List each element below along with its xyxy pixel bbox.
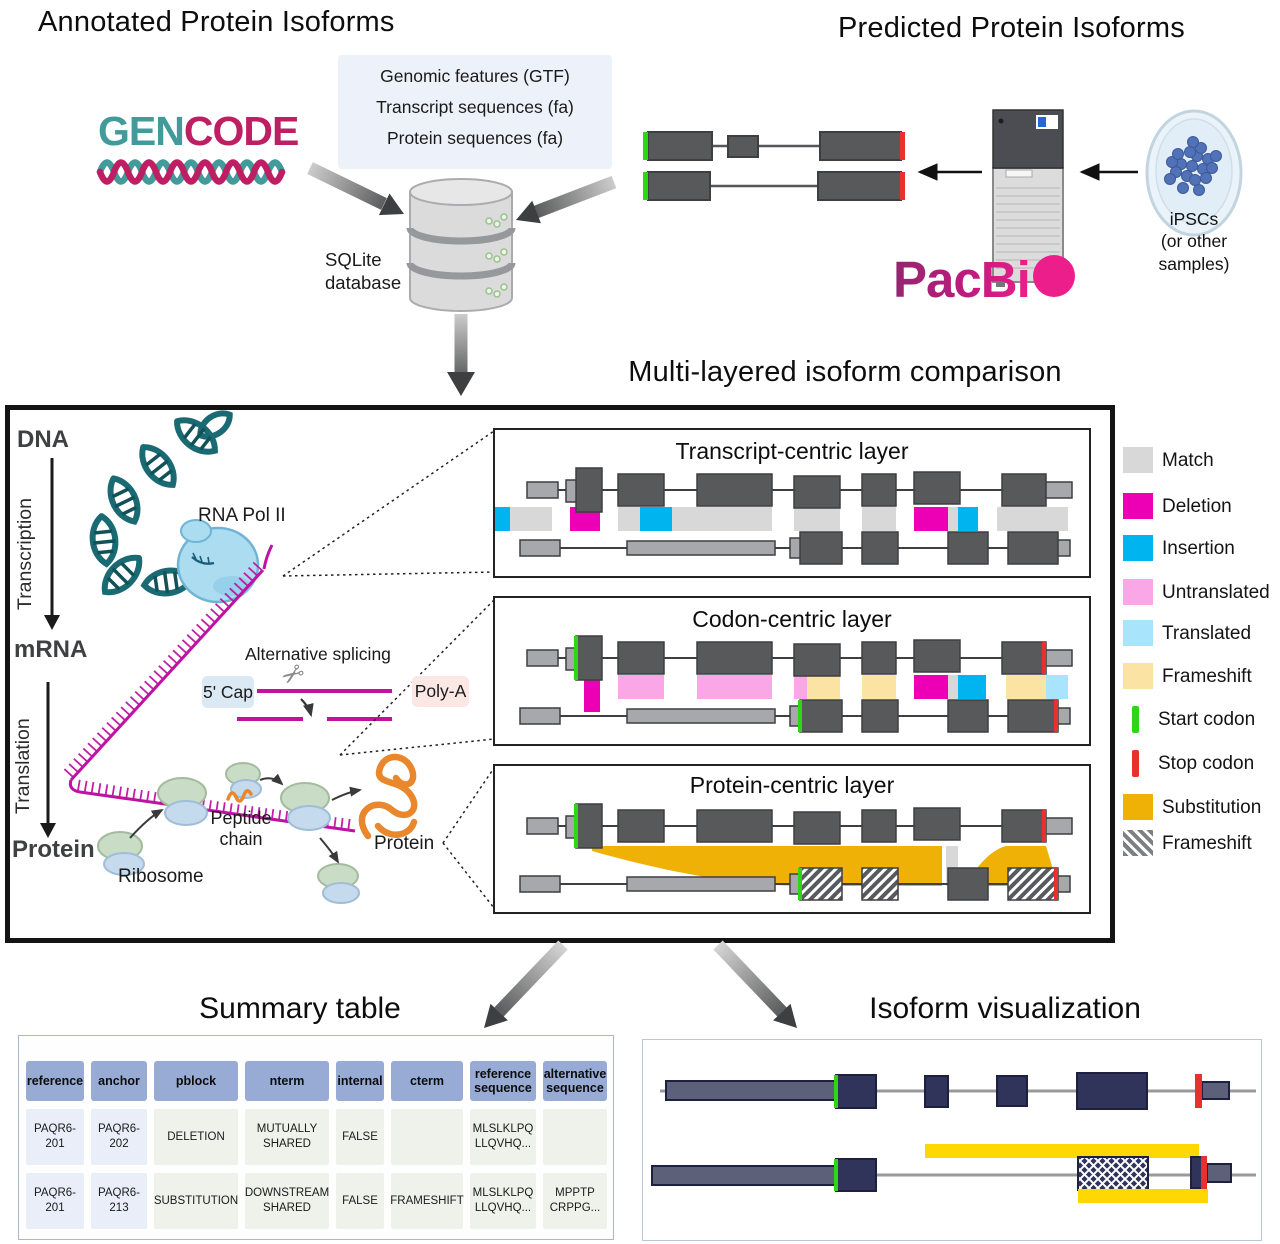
arrow-panel-to-table [484, 940, 568, 1028]
mrna-label: mRNA [14, 636, 88, 663]
legend-swatch-translated [1123, 620, 1153, 646]
col-header-reference-sequence: reference sequence [470, 1061, 536, 1101]
legend-swatch-start-codon [1132, 706, 1139, 733]
transcript-layer-title: Transcript-centric layer [675, 438, 909, 464]
col-header-internal: internal [336, 1061, 384, 1101]
table-cell: PAQR6-202 [91, 1109, 147, 1165]
table-cell: SUBSTITUTION [154, 1173, 238, 1229]
gencode-logo: GENCODE [98, 108, 299, 155]
codon-layer-title: Codon-centric layer [692, 606, 892, 632]
transcription-label: Transcription [14, 498, 36, 610]
table-cell: FRAMESHIFT [390, 1173, 464, 1229]
arrow-database-to-panel [447, 314, 475, 396]
table-cell: FALSE [336, 1173, 384, 1229]
table-cell: FALSE [336, 1109, 384, 1165]
input-line-gtf: Genomic features (GTF) [380, 66, 570, 86]
legend-label-insertion: Insertion [1162, 538, 1235, 559]
legend-label-deletion: Deletion [1162, 496, 1232, 517]
col-header-reference: reference [26, 1061, 84, 1101]
ribosome-label: Ribosome [118, 866, 204, 887]
input-line-protein: Protein sequences (fa) [386, 128, 564, 148]
table-cell: DELETION [154, 1109, 238, 1165]
table-cell [391, 1109, 463, 1165]
pacbio-dot-icon [1032, 255, 1075, 297]
legend-swatch-deletion [1123, 493, 1153, 519]
arrow-predicted-to-database [516, 175, 617, 224]
table-cell: MPPTP CRPPG... [543, 1173, 607, 1229]
dna-label: DNA [17, 426, 69, 453]
legend-label-untranslated: Untranslated [1162, 582, 1270, 603]
legend-swatch-insertion [1123, 535, 1153, 561]
sqlite-label: SQLite database [325, 249, 402, 294]
alt-splicing-label: Alternative splicing [245, 644, 391, 664]
table-cell: PAQR6-201 [26, 1109, 84, 1165]
col-header-cterm: cterm [391, 1061, 463, 1101]
predicted-transcripts-icon [643, 131, 905, 201]
peptide-chain-label: Peptide chain [210, 808, 272, 849]
table-cell: MUTUALLY SHARED [245, 1109, 329, 1165]
table-cell [543, 1109, 607, 1165]
legend-label-match: Match [1162, 450, 1214, 471]
table-cell: PAQR6-213 [91, 1173, 147, 1229]
annotated-title: Annotated Protein Isoforms [38, 6, 395, 38]
legend-swatch-stop-codon [1132, 750, 1139, 777]
five-cap-chip: 5' Cap [202, 676, 254, 708]
summary-table: reference anchor pblock nterm internal c… [18, 1035, 612, 1244]
samples-label: iPSCs (or other samples) [1158, 209, 1230, 274]
col-header-anchor: anchor [91, 1061, 147, 1101]
legend-swatch-untranslated [1123, 579, 1153, 605]
legend-swatch-substitution [1123, 794, 1153, 820]
input-line-transcript: Transcript sequences (fa) [376, 97, 574, 117]
col-header-pblock: pblock [154, 1061, 238, 1101]
arrow-gencode-to-database [307, 162, 404, 216]
legend-label-frameshift-hatch: Frameshift [1162, 833, 1252, 854]
legend-swatch-match [1123, 447, 1153, 473]
predicted-title: Predicted Protein Isoforms [838, 12, 1185, 44]
isoform-viz-title: Isoform visualization [869, 992, 1141, 1025]
arrow-panel-to-viz [713, 940, 797, 1028]
protein-label: Protein [12, 836, 95, 863]
legend-label-frameshift-light: Frameshift [1162, 666, 1252, 687]
rna-pol-label: RNA Pol II [198, 505, 286, 526]
isoform-viz-box [642, 1039, 1262, 1241]
legend-swatch-frameshift-hatch [1123, 830, 1153, 856]
table-cell: DOWNSTREAM SHARED [245, 1173, 329, 1229]
translation-label: Translation [12, 718, 34, 814]
pacbio-logo: PacBi [893, 250, 1075, 309]
gencode-code: CODE [183, 108, 299, 154]
legend-label-start-codon: Start codon [1158, 709, 1256, 730]
table-cell: PAQR6-201 [26, 1173, 84, 1229]
summary-table-title: Summary table [199, 992, 401, 1025]
comparison-title: Multi-layered isoform comparison [628, 356, 1062, 388]
poly-a-chip: Poly-A [412, 676, 469, 707]
protein-layer-title: Protein-centric layer [689, 772, 895, 798]
col-header-nterm: nterm [245, 1061, 329, 1101]
legend-label-substitution: Substitution [1162, 797, 1262, 818]
input-files-box [338, 55, 612, 169]
legend-swatch-frameshift-light [1123, 663, 1153, 689]
table-cell: MLSLKLPQ LLQVHQ... [470, 1173, 536, 1229]
table-cell: MLSLKLPQ LLQVHQ... [470, 1109, 536, 1165]
pacbio-wordmark: PacBi [893, 251, 1031, 308]
sqlite-database-icon [406, 178, 516, 312]
gencode-wave-icon [96, 159, 286, 185]
gencode-gen: GEN [98, 108, 185, 154]
protein-product-label: Protein [374, 833, 435, 854]
col-header-alternative-sequence: alternative sequence [543, 1061, 607, 1101]
legend-label-stop-codon: Stop codon [1158, 753, 1255, 774]
legend-label-translated: Translated [1162, 623, 1252, 644]
